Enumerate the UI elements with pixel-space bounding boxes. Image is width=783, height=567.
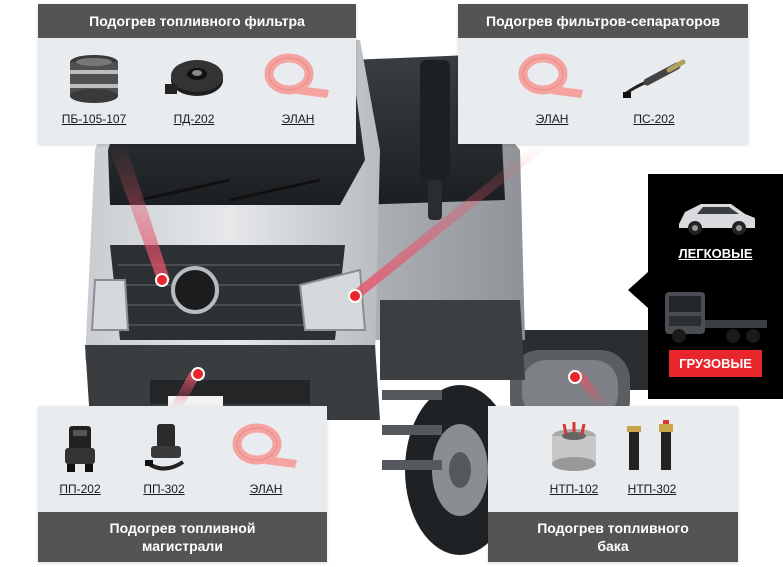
panel-items: ПП-202 ПП-302 ЭЛАН xyxy=(38,406,327,512)
wheel-arch xyxy=(380,300,525,380)
category-switcher: ЛЕГКОВЫЕ ГРУЗОВЫЕ xyxy=(648,174,783,399)
inline-heater-pump-icon xyxy=(145,424,185,471)
panel-fuel-filter-heating: Подогрев топливного фильтра ПБ-105-107 xyxy=(38,4,356,144)
product-label[interactable]: ЭЛАН xyxy=(535,112,569,126)
heating-tape-icon xyxy=(518,53,583,98)
product-label[interactable]: ПП-302 xyxy=(143,482,185,496)
band-heater-icon xyxy=(70,55,118,103)
product-label[interactable]: ПД-202 xyxy=(173,112,215,126)
pointer-beam-filter xyxy=(108,145,170,282)
headlight-left xyxy=(90,279,130,331)
headlight-right xyxy=(298,268,367,331)
product-pp-202[interactable]: ПП-202 xyxy=(42,420,118,496)
product-ntp-102[interactable]: НТП-102 xyxy=(536,420,612,496)
product-label[interactable]: НТП-102 xyxy=(549,482,599,496)
product-elan[interactable]: ЭЛАН xyxy=(514,50,590,126)
car-icon xyxy=(678,204,755,235)
hotspot-line[interactable] xyxy=(191,367,205,381)
rod-heater-icon xyxy=(623,59,686,98)
product-label[interactable]: ЭЛАН xyxy=(281,112,315,126)
product-pd-202[interactable]: ПД-202 xyxy=(156,50,232,126)
disc-heater-icon xyxy=(165,60,223,96)
tank-probe-heater-icon xyxy=(627,420,673,470)
category-label[interactable]: ЛЕГКОВЫЕ xyxy=(678,246,753,261)
pointer-beam-tank xyxy=(575,372,610,408)
category-switcher-arrow xyxy=(628,272,648,308)
panel-separator-heating: Подогрев фильтров-сепараторов ЭЛАН ПС-20… xyxy=(458,4,748,144)
truck-icon xyxy=(664,292,767,343)
panel-title: Подогрев топливного бака xyxy=(488,512,738,562)
product-label[interactable]: НТП-302 xyxy=(627,482,677,496)
category-trucks[interactable]: ГРУЗОВЫЕ xyxy=(648,286,783,396)
product-label[interactable]: ЭЛАН xyxy=(249,482,283,496)
inline-heater-icon xyxy=(65,426,95,472)
product-label[interactable]: ПП-202 xyxy=(59,482,101,496)
tank-ring-heater-icon xyxy=(552,422,596,471)
side-mirror xyxy=(420,60,450,180)
product-ntp-302[interactable]: НТП-302 xyxy=(614,420,690,496)
panel-fuel-line-heating: ПП-202 ПП-302 ЭЛАН Подогрев xyxy=(38,406,327,562)
emblem xyxy=(171,266,219,314)
product-elan[interactable]: ЭЛАН xyxy=(228,420,304,496)
panel-fuel-tank-heating: НТП-102 НТП-302 Подогрев топливного бака xyxy=(488,406,738,562)
product-elan[interactable]: ЭЛАН xyxy=(260,50,336,126)
product-pp-302[interactable]: ПП-302 xyxy=(126,420,202,496)
product-label[interactable]: ПС-202 xyxy=(633,112,675,126)
pointer-beam-line xyxy=(170,372,200,408)
pointer-beam-separator xyxy=(352,145,550,298)
hotspot-tank[interactable] xyxy=(568,370,582,384)
category-label[interactable]: ГРУЗОВЫЕ xyxy=(669,350,762,377)
panel-title: Подогрев топливной магистрали xyxy=(38,512,327,562)
product-label[interactable]: ПБ-105-107 xyxy=(61,112,127,126)
hotspot-filter[interactable] xyxy=(155,273,169,287)
grille xyxy=(110,245,345,340)
panel-items: НТП-102 НТП-302 xyxy=(488,406,738,512)
product-pb-105-107[interactable]: ПБ-105-107 xyxy=(56,50,132,126)
product-ps-202[interactable]: ПС-202 xyxy=(616,50,692,126)
category-light-vehicles[interactable]: ЛЕГКОВЫЕ xyxy=(648,174,783,269)
heating-tape-icon xyxy=(264,53,329,98)
panel-title: Подогрев фильтров-сепараторов xyxy=(458,4,748,38)
heating-tape-icon xyxy=(232,423,297,468)
hotspot-separator[interactable] xyxy=(348,289,362,303)
panel-title: Подогрев топливного фильтра xyxy=(38,4,356,38)
